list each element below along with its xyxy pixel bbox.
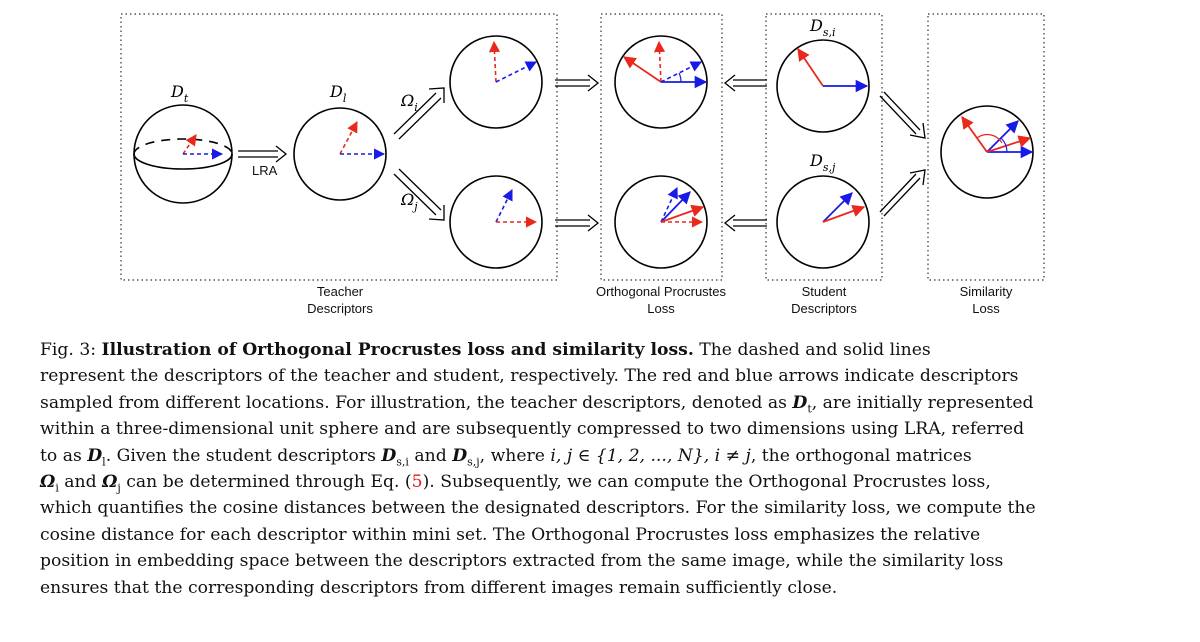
pt-red-solid-arrow: [622, 56, 662, 83]
dt-red-arrow: [182, 134, 197, 155]
teacher-box: [120, 13, 558, 281]
pt-red-dashed-arrow: [653, 40, 666, 83]
procrustes-label-line2: Loss: [647, 301, 675, 316]
sb-red-arrow: [822, 204, 866, 223]
teacher-label-line2: Descriptors: [307, 301, 373, 316]
st-red-arrow: [797, 47, 824, 87]
caption-line: position in embedding space between the …: [40, 551, 1004, 572]
figure-number: Fig. 3:: [40, 340, 102, 360]
arrow-student-to-procrustes-top: [723, 74, 767, 92]
caption-line: Fig. 3: Illustration of Orthogonal Procr…: [40, 340, 931, 360]
pt-angle-arc: [678, 72, 682, 83]
sphere-dt: [133, 104, 233, 204]
pt-blue-dashed-arrow: [660, 61, 703, 83]
pb-blue-dashed-arrow: [660, 186, 678, 223]
label-dl: Dl: [329, 82, 347, 105]
caption-line: ensures that the corresponding descripto…: [40, 577, 838, 598]
arrow-student-to-procrustes-bottom: [723, 214, 767, 232]
label-dt: Dt: [170, 82, 189, 105]
student-top-circle: [776, 39, 870, 133]
sim-red-arrow-2: [986, 135, 1032, 153]
sim-red-arrow-1: [961, 115, 988, 153]
student-box: [765, 13, 883, 281]
pb-red-solid-arrow: [660, 204, 705, 223]
similarity-box: [927, 13, 1045, 281]
sim-blue-angle-arc: [1000, 137, 1008, 153]
tt-blue-arrow: [495, 61, 538, 83]
arrow-student-to-similarity-bottom: [879, 169, 926, 217]
omega-j-arrow: [393, 168, 445, 221]
procrustes-bottom-circle: [614, 175, 708, 269]
student-bottom-circle: [776, 175, 870, 269]
label-omega-j: Ωj: [400, 190, 418, 213]
method-figure: LRA: [120, 13, 1045, 316]
teacher-label-line1: Teacher: [317, 284, 364, 299]
figure-caption: Fig. 3: Illustration of Orthogonal Procr…: [40, 337, 1170, 601]
arrow-teacher-to-procrustes-top: [555, 74, 600, 92]
teacher-top-circle: [449, 35, 543, 129]
sb-blue-arrow: [822, 192, 853, 223]
teacher-bottom-circle: [449, 175, 543, 269]
caption-line: which quantifies the cosine distances be…: [40, 498, 1036, 519]
caption-line: sampled from different locations. For il…: [40, 392, 1034, 416]
similarity-label-line2: Loss: [972, 301, 1000, 316]
lra-label: LRA: [252, 163, 278, 178]
lra-arrow: [238, 145, 288, 163]
caption-line: to as Dl. Given the student descriptors …: [40, 445, 972, 469]
label-dsi: Ds,i: [809, 16, 836, 39]
arrow-student-to-similarity-top: [879, 91, 926, 139]
tb-blue-arrow: [495, 188, 513, 223]
dl-red-arrow: [339, 121, 358, 155]
label-dsj: Ds,j: [809, 151, 836, 174]
equation-link[interactable]: 5: [411, 472, 423, 493]
student-label-line2: Descriptors: [791, 301, 857, 316]
pb-blue-solid-arrow: [660, 191, 691, 223]
omega-i-arrow: [393, 87, 445, 140]
caption-line: cosine distance for each descriptor with…: [40, 524, 981, 545]
label-omega-i: Ωi: [400, 91, 418, 114]
student-label-line1: Student: [802, 284, 847, 299]
caption-line: within a three-dimensional unit sphere a…: [40, 419, 1025, 440]
caption-line: represent the descriptors of the teacher…: [40, 366, 1019, 387]
circle-dl: [293, 107, 387, 201]
caption-line: Ωi and Ωj can be determined through Eq. …: [40, 472, 991, 495]
similarity-label-line1: Similarity: [960, 284, 1013, 299]
sim-red-angle-arc: [976, 133, 1003, 144]
sim-blue-arrow-2: [986, 120, 1019, 153]
arrow-teacher-to-procrustes-bottom: [555, 214, 600, 232]
caption-title: Illustration of Orthogonal Procrustes lo…: [101, 340, 694, 360]
procrustes-label-line1: Orthogonal Procrustes: [596, 284, 727, 299]
tt-red-arrow: [488, 40, 501, 83]
